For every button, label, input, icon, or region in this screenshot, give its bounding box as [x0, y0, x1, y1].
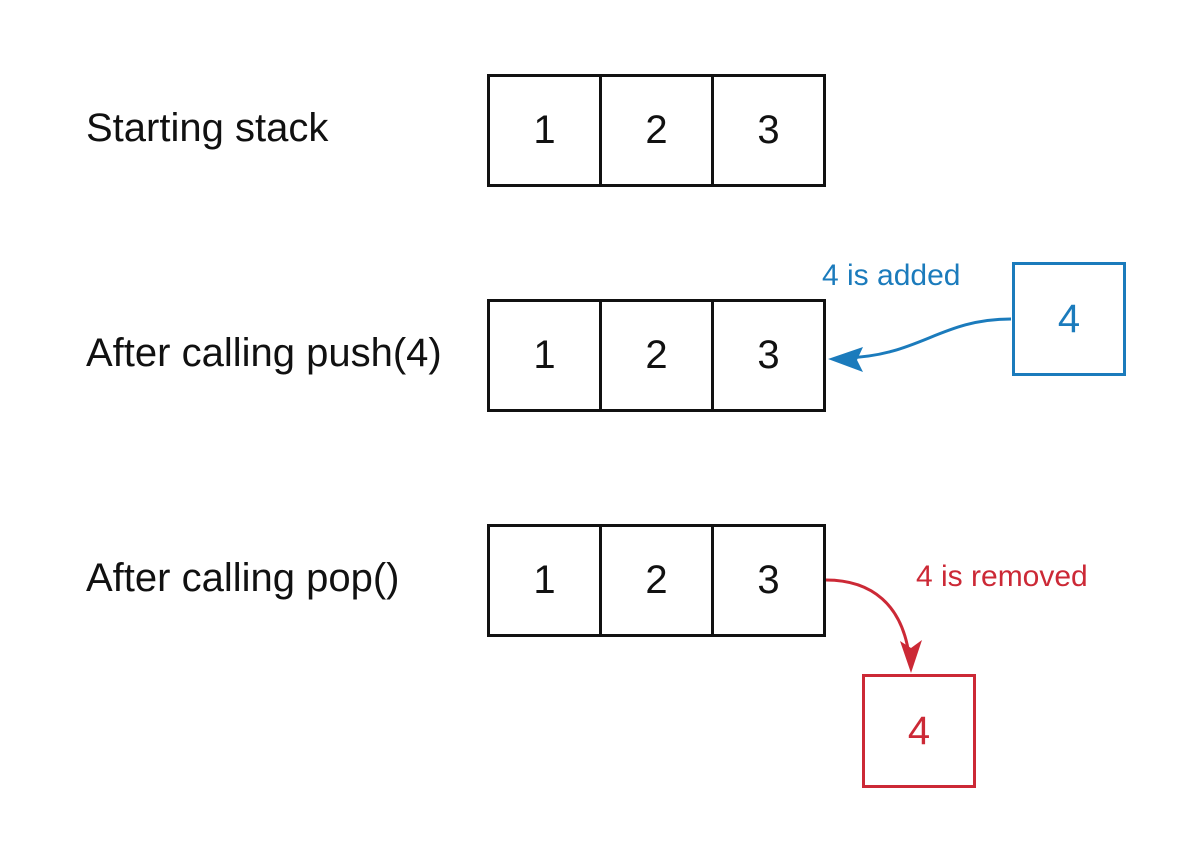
- stack-cell: 1: [533, 333, 556, 377]
- row-label-starting-stack: Starting stack: [86, 106, 329, 150]
- row-label-after-push: After calling push(4): [86, 331, 442, 375]
- stack-after-pop: 1 2 3: [487, 524, 826, 637]
- stack-cell: 3: [711, 77, 823, 184]
- stack-after-push: 1 2 3: [487, 299, 826, 412]
- stack-cell: 2: [599, 77, 711, 184]
- stack-starting: 1 2 3: [487, 74, 826, 187]
- pushed-element-box: 4: [1012, 262, 1126, 376]
- push-arrowhead: [828, 347, 863, 372]
- popped-element-box: 4: [862, 674, 976, 788]
- pop-arrowhead: [900, 640, 922, 673]
- push-annotation: 4 is added: [822, 259, 961, 292]
- row-label-after-pop: After calling pop(): [86, 556, 400, 600]
- stack-cell: 2: [599, 527, 711, 634]
- pop-arrow: [825, 578, 911, 656]
- push-arrow: [844, 317, 1012, 360]
- stack-cell: 3: [711, 527, 823, 634]
- stack-cell: 1: [533, 558, 556, 602]
- stack-cell: 3: [711, 302, 823, 409]
- pop-annotation: 4 is removed: [916, 560, 1088, 593]
- stack-cell: 2: [599, 302, 711, 409]
- stack-cell: 1: [533, 108, 556, 152]
